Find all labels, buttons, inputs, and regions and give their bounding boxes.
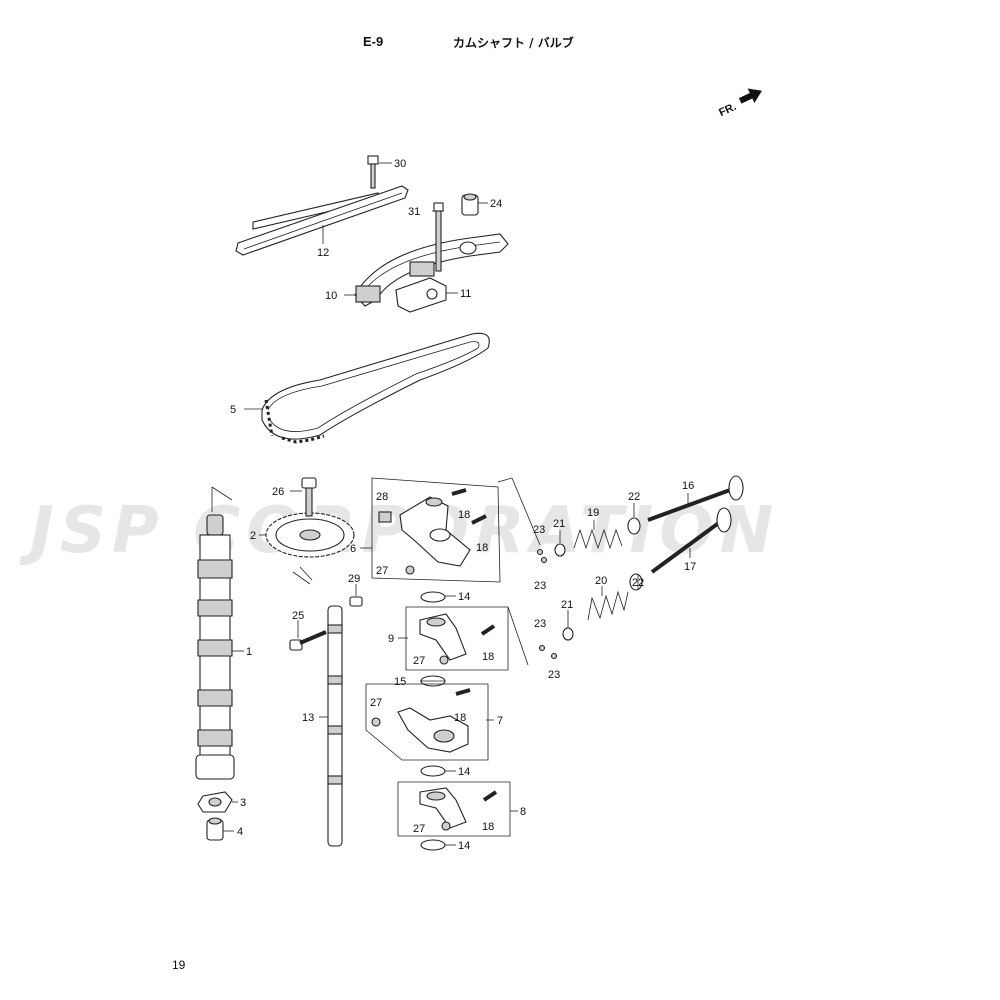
callout-9: 9 xyxy=(388,633,394,645)
timing-chain xyxy=(261,332,490,444)
front-direction-arrow-icon: FR. xyxy=(717,88,762,119)
callout-labels: 30 12 31 24 10 11 5 26 2 1 3 4 25 29 13 … xyxy=(230,158,696,852)
page-number: 19 xyxy=(172,958,186,972)
collar-24-icon xyxy=(461,193,479,216)
callout-29: 29 xyxy=(348,573,360,585)
callout-27b: 27 xyxy=(413,655,425,667)
rocker-arm-7-group xyxy=(365,683,489,777)
callout-11: 11 xyxy=(460,288,471,300)
callout-13: 13 xyxy=(302,712,314,724)
callout-22a: 22 xyxy=(628,491,640,503)
valve-spring-20 xyxy=(587,590,629,621)
section-title: カムシャフト / バルブ xyxy=(453,36,574,50)
callout-27a: 27 xyxy=(376,565,388,577)
callout-27c: 27 xyxy=(370,697,382,709)
callout-1: 1 xyxy=(246,646,252,658)
valve-16 xyxy=(647,475,744,522)
callout-24: 24 xyxy=(490,198,502,210)
cam-bearing-icon xyxy=(197,791,233,813)
callout-14a: 14 xyxy=(458,591,470,603)
callout-16: 16 xyxy=(682,480,694,492)
tensioner-adjuster xyxy=(395,261,447,313)
stem-seal-21b-icon xyxy=(562,627,574,641)
callout-14c: 14 xyxy=(458,840,470,852)
callout-18c: 18 xyxy=(482,651,494,663)
callout-25: 25 xyxy=(292,610,304,622)
section-code: E-9 xyxy=(363,34,384,49)
callout-23a: 23 xyxy=(533,524,545,536)
callout-18d: 18 xyxy=(454,712,466,724)
callout-22b: 22 xyxy=(632,577,644,589)
direction-label: FR. xyxy=(717,101,738,119)
spring-retainer-22a-icon xyxy=(627,517,641,535)
callout-10: 10 xyxy=(325,290,337,302)
thrust-collar-icon xyxy=(206,817,224,841)
callout-30: 30 xyxy=(394,158,406,170)
sprocket-bolt-icon xyxy=(301,477,317,517)
plug-29-icon xyxy=(349,596,363,607)
watermark-text: JSP CORPORATION xyxy=(19,494,779,568)
callout-7: 7 xyxy=(497,715,503,727)
callout-4: 4 xyxy=(237,826,243,838)
cam-sprocket xyxy=(265,512,355,585)
callout-23b: 23 xyxy=(534,580,546,592)
camshaft xyxy=(195,486,235,780)
callout-12: 12 xyxy=(317,247,329,259)
callout-5: 5 xyxy=(230,404,236,416)
callout-18a: 18 xyxy=(458,509,470,521)
spring-retainer-22b-icon xyxy=(629,573,643,591)
valve-17 xyxy=(650,507,732,574)
callout-18e: 18 xyxy=(482,821,494,833)
callout-27d: 27 xyxy=(413,823,425,835)
callout-15: 15 xyxy=(394,676,406,688)
bolt-30-icon xyxy=(367,155,379,189)
callout-8: 8 xyxy=(520,806,526,818)
callout-23c: 23 xyxy=(534,618,546,630)
callout-23d: 23 xyxy=(548,669,560,681)
callout-18b: 18 xyxy=(476,542,488,554)
chain-tensioner xyxy=(354,233,509,307)
callout-6: 6 xyxy=(350,543,356,555)
chain-guide xyxy=(235,185,409,256)
callout-21a: 21 xyxy=(553,518,565,530)
callout-31: 31 xyxy=(408,206,420,218)
bolt-25-icon xyxy=(289,630,327,651)
leader-lines xyxy=(223,162,691,846)
rocker-arm-8-group xyxy=(397,781,511,851)
valve-spring-19 xyxy=(573,528,623,550)
rocker-arm-9-group xyxy=(405,591,529,687)
rocker-arm-6-group xyxy=(371,477,541,583)
rocker-shaft xyxy=(327,605,343,847)
callout-21b: 21 xyxy=(561,599,573,611)
callout-2: 2 xyxy=(250,530,256,542)
stem-seal-21a-icon xyxy=(554,543,566,557)
callout-20: 20 xyxy=(595,575,607,587)
callout-19: 19 xyxy=(587,507,599,519)
callout-14b: 14 xyxy=(458,766,470,778)
callout-3: 3 xyxy=(240,797,246,809)
callout-28: 28 xyxy=(376,491,388,503)
valve-cotter-icon xyxy=(536,548,558,660)
callout-17: 17 xyxy=(684,561,696,573)
callout-26: 26 xyxy=(272,486,284,498)
